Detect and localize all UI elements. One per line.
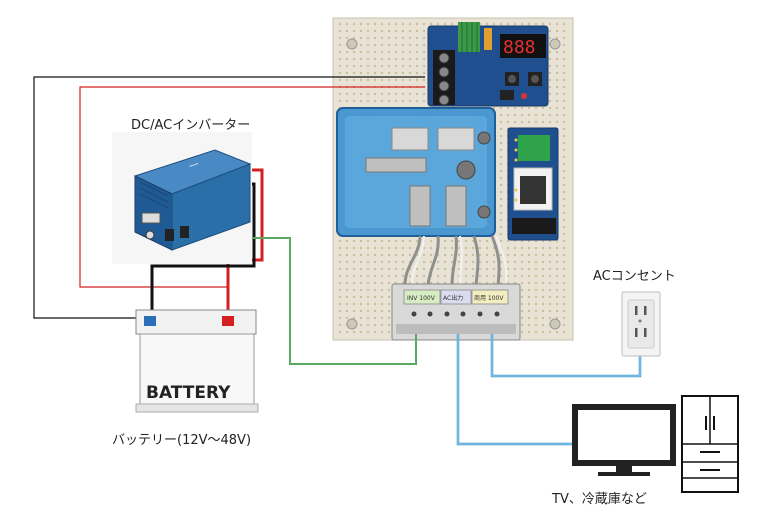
relay-icon xyxy=(336,107,496,237)
fridge-icon xyxy=(681,395,739,493)
tv-icon xyxy=(572,404,676,476)
label-appliances: TV、冷蔵庫など xyxy=(552,492,647,507)
wire-green-light xyxy=(186,237,417,365)
wire-blue-tv xyxy=(456,334,572,446)
label-inverter: DC/ACインバーター xyxy=(131,118,251,133)
terminal-block-icon: INV 100V AC出力 商用 100V xyxy=(391,283,521,341)
internal-wires xyxy=(403,235,501,286)
terminal-label-ac-out: AC出力 xyxy=(443,294,463,302)
wire-blue-light xyxy=(457,334,641,445)
label-battery: バッテリー(12V〜48V) xyxy=(112,433,252,448)
label-outlet: ACコンセント xyxy=(593,269,676,284)
wire-black-long xyxy=(33,76,425,319)
outlet-icon xyxy=(621,291,661,357)
internal-wires-white xyxy=(411,235,508,286)
digit-display: 888 xyxy=(503,37,536,58)
terminal-label-inv: INV 100V xyxy=(407,295,436,302)
wire-red-long xyxy=(79,86,425,288)
battery-text: BATTERY xyxy=(146,383,231,403)
wire-red-thick xyxy=(226,168,264,318)
relay-board xyxy=(507,127,559,241)
terminal-label-commercial: 商用 100V xyxy=(474,294,504,302)
battery-icon: BATTERY xyxy=(135,309,259,413)
inverter-icon: ━━━ xyxy=(112,132,252,264)
svg-text:━━━: ━━━ xyxy=(188,161,200,170)
voltage-monitor-module: 888 xyxy=(427,22,549,107)
